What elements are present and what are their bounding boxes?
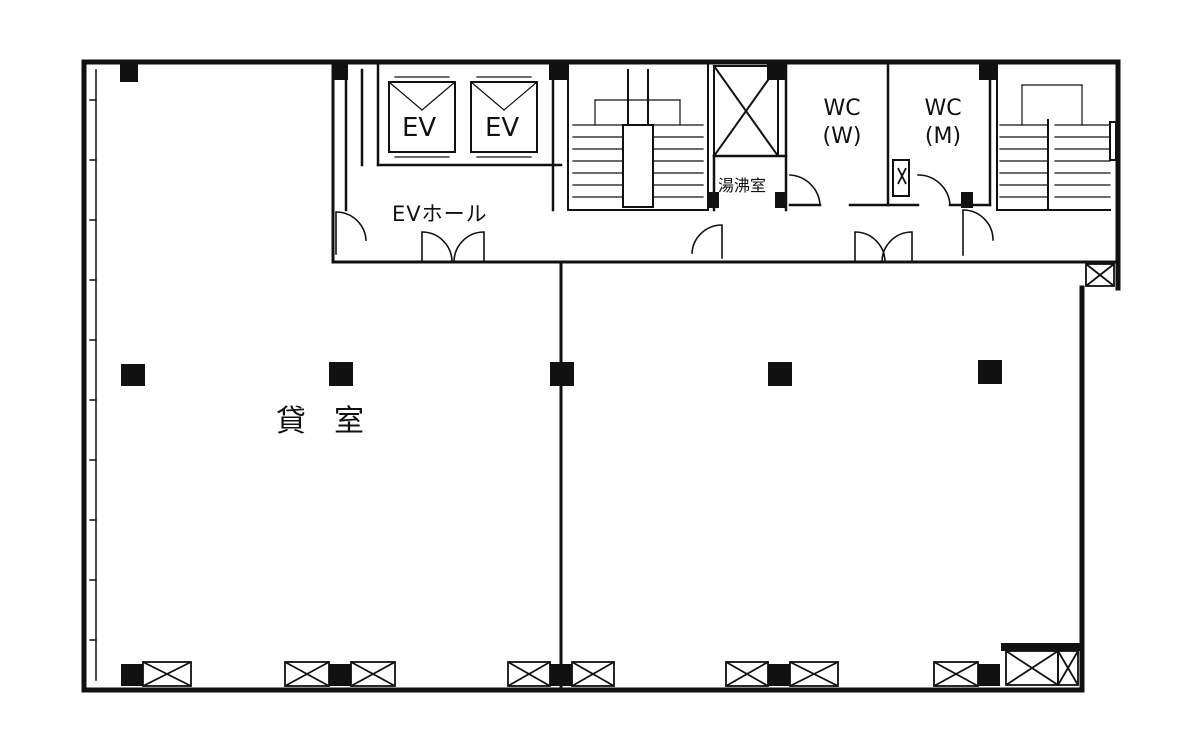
wc-men-sub: (M)	[924, 124, 962, 149]
perimeter-units	[142, 167, 1115, 687]
stair-left-treads	[572, 99, 704, 198]
pantry-label: 湯沸室	[718, 176, 767, 195]
wc-men-label: WC (M)	[913, 95, 973, 151]
window-ticks	[89, 99, 97, 641]
core-wall	[331, 60, 1120, 264]
elevator-shaft	[344, 60, 563, 212]
door-swings	[335, 174, 994, 263]
wc-women-sub: (W)	[822, 124, 862, 149]
ev-hall-label: EVホール	[392, 202, 488, 226]
ev-label-right: EV	[485, 113, 520, 143]
exterior-wall	[81, 59, 1121, 693]
wc-women-room	[788, 60, 890, 207]
wc-women-label: WC (W)	[812, 95, 872, 151]
stair-left	[567, 61, 709, 211]
wc-women-title: WC	[823, 96, 861, 121]
columns	[120, 64, 1081, 686]
ev-label-left: EV	[402, 113, 437, 143]
stair-right-treads	[999, 84, 1111, 198]
stair-right	[996, 61, 1117, 211]
elevator-car-left	[388, 81, 456, 153]
wc-men-title: WC	[924, 96, 962, 121]
elevator-car-right	[470, 81, 538, 153]
tenant-space-label: 貸室	[276, 404, 392, 439]
